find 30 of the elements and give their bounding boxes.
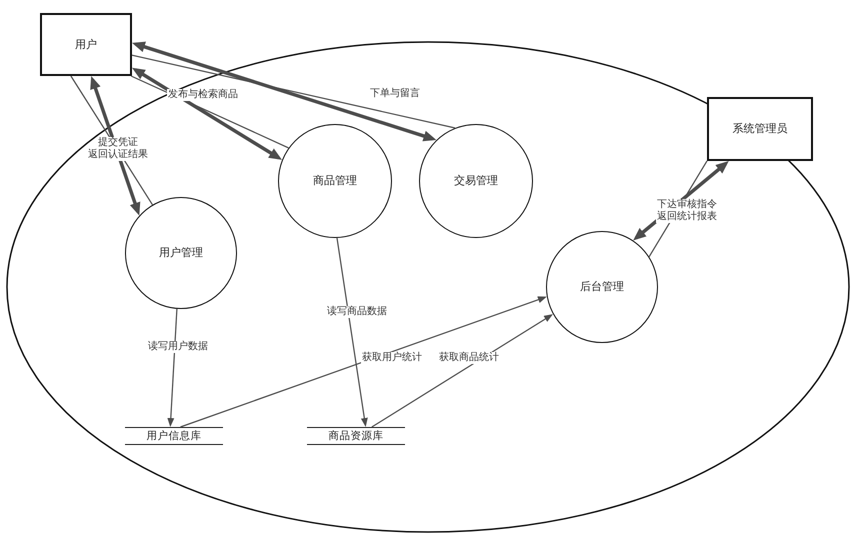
- double-headed-arrow: [132, 68, 282, 160]
- node-label: 后台管理: [580, 280, 624, 294]
- double-headed-arrow: [132, 42, 436, 142]
- edge-label: 下达审核指令: [656, 199, 718, 211]
- edge-label: 获取商品统计: [438, 352, 500, 364]
- arrow: [167, 308, 178, 427]
- node-label: 商品管理: [313, 174, 357, 188]
- external-entity-box: [40, 13, 132, 76]
- node-label: 交易管理: [454, 174, 498, 188]
- node-label: 系统管理员: [732, 122, 788, 136]
- edge-label: 提交凭证: [97, 137, 139, 149]
- edge-label: 下单与留言: [369, 88, 421, 100]
- edge-label: 读写用户数据: [147, 341, 209, 353]
- data-store: [125, 427, 223, 445]
- connector-line: [130, 75, 289, 148]
- arrow: [371, 314, 553, 428]
- node-label: 用户信息库: [146, 430, 202, 442]
- connector-line: [132, 54, 456, 129]
- edge-label: 返回统计报表: [656, 211, 718, 223]
- edge-label: 读写商品数据: [326, 306, 388, 318]
- edge-label: 返回认证结果: [87, 149, 149, 161]
- arrow: [180, 296, 547, 428]
- data-store: [307, 427, 405, 445]
- external-entity-box: [707, 97, 813, 161]
- arrow: [336, 238, 368, 427]
- node-label: 用户管理: [159, 246, 203, 260]
- node-label: 商品资源库: [328, 430, 384, 442]
- edge-label: 发布与检索商品: [167, 89, 239, 101]
- edge-label: 获取用户统计: [361, 352, 423, 364]
- node-label: 用户: [75, 38, 97, 52]
